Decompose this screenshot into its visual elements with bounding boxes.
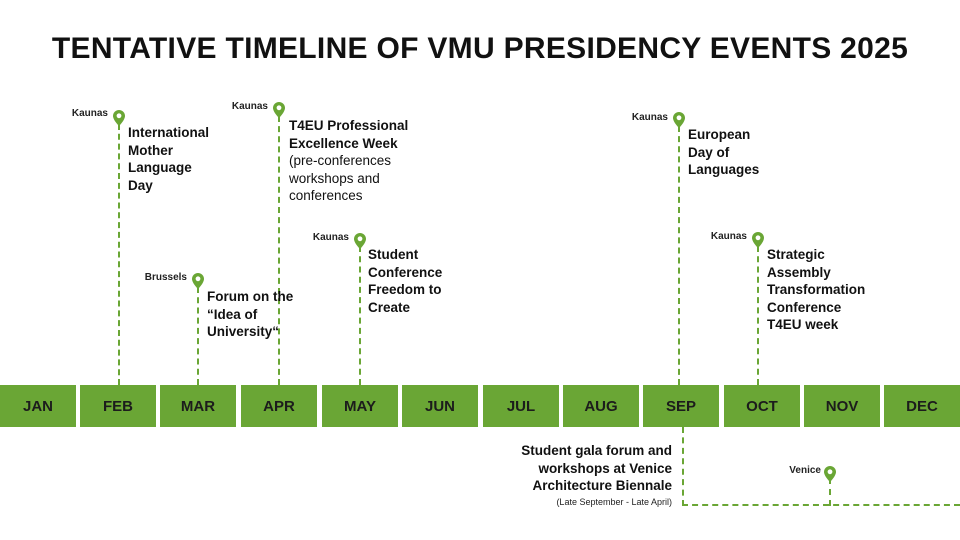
location-pin-icon: [113, 110, 125, 126]
event-location: Kaunas: [710, 231, 747, 242]
event-subline: conferences: [289, 188, 363, 203]
month-apr: APR: [241, 385, 317, 427]
event-may-title: Student Conference Freedom to Create: [368, 246, 442, 316]
location-pin-icon: [354, 233, 366, 249]
location-pin-icon: [273, 102, 285, 118]
location-pin-icon: [192, 273, 204, 289]
event-line: European: [688, 127, 751, 142]
event-line: Create: [368, 299, 411, 315]
event-oct-title: Strategic Assembly Transformation Confer…: [767, 246, 865, 334]
event-location: Kaunas: [631, 112, 668, 123]
venice-connector-horizontal: [682, 504, 960, 506]
month-feb: FEB: [80, 385, 156, 427]
event-feb-title: International Mother Language Day: [128, 124, 209, 194]
month-may: MAY: [322, 385, 398, 427]
event-line: Language: [128, 160, 192, 175]
location-pin-icon: [824, 466, 836, 482]
event-line: International: [128, 125, 210, 140]
month-jun: JUN: [402, 385, 478, 427]
month-nov: NOV: [804, 385, 880, 427]
event-line: Forum on the: [207, 289, 294, 304]
event-mar-title: Forum on the “Idea of University“: [207, 288, 293, 341]
page-title: TENTATIVE TIMELINE OF VMU PRESIDENCY EVE…: [51, 32, 909, 65]
event-line: Day: [128, 177, 153, 193]
venice-connector-up: [829, 478, 831, 506]
event-location: Kaunas: [231, 101, 268, 112]
location-pin-icon: [673, 112, 685, 128]
event-subline: (pre-conferences: [289, 153, 392, 168]
event-line: workshops at Venice: [538, 460, 672, 476]
month-mar: MAR: [160, 385, 236, 427]
event-line: University“: [207, 324, 280, 339]
event-location: Brussels: [144, 272, 187, 283]
event-venice-note: (Late September - Late April): [556, 497, 672, 507]
event-line: Mother: [128, 142, 173, 158]
month-jan: JAN: [0, 385, 76, 427]
event-location: Kaunas: [312, 232, 349, 243]
event-line: Languages: [688, 162, 760, 177]
event-line: Excellence Week: [289, 135, 398, 151]
event-line: “Idea of: [207, 306, 258, 322]
event-sep-title: European Day of Languages: [688, 126, 759, 179]
oct-connector: [757, 246, 759, 385]
month-aug: AUG: [563, 385, 639, 427]
event-line: Transformation: [767, 282, 866, 297]
month-dec: DEC: [884, 385, 960, 427]
month-sep: SEP: [643, 385, 719, 427]
feb-connector: [118, 124, 120, 385]
mar-connector: [197, 287, 199, 385]
venice-connector-down: [682, 427, 684, 506]
apr-connector: [278, 116, 280, 385]
sep-connector: [678, 126, 680, 385]
event-line: Architecture Biennale: [532, 478, 672, 493]
event-line: Freedom to: [368, 282, 442, 297]
location-pin-icon: [752, 232, 764, 248]
event-line: Student gala forum and: [521, 443, 672, 458]
event-subline: workshops and: [289, 170, 380, 186]
month-jul: JUL: [483, 385, 559, 427]
month-oct: OCT: [724, 385, 800, 427]
event-line: T4EU week: [767, 317, 839, 332]
event-apr-title: T4EU Professional Excellence Week (pre-c…: [289, 117, 408, 205]
month-bar: JAN FEB MAR APR MAY JUN JUL AUG SEP OCT …: [0, 385, 960, 427]
event-line: Assembly: [767, 264, 831, 280]
event-line: Day of: [688, 144, 730, 160]
event-line: Conference: [767, 299, 842, 315]
event-line: Student: [368, 247, 419, 262]
event-location: Kaunas: [71, 108, 108, 119]
event-line: T4EU Professional: [289, 118, 409, 133]
may-connector: [359, 246, 361, 385]
event-venice-title: Student gala forum and workshops at Veni…: [521, 442, 672, 495]
event-location: Venice: [789, 465, 821, 476]
event-line: Strategic: [767, 247, 825, 262]
event-line: Conference: [368, 264, 443, 280]
